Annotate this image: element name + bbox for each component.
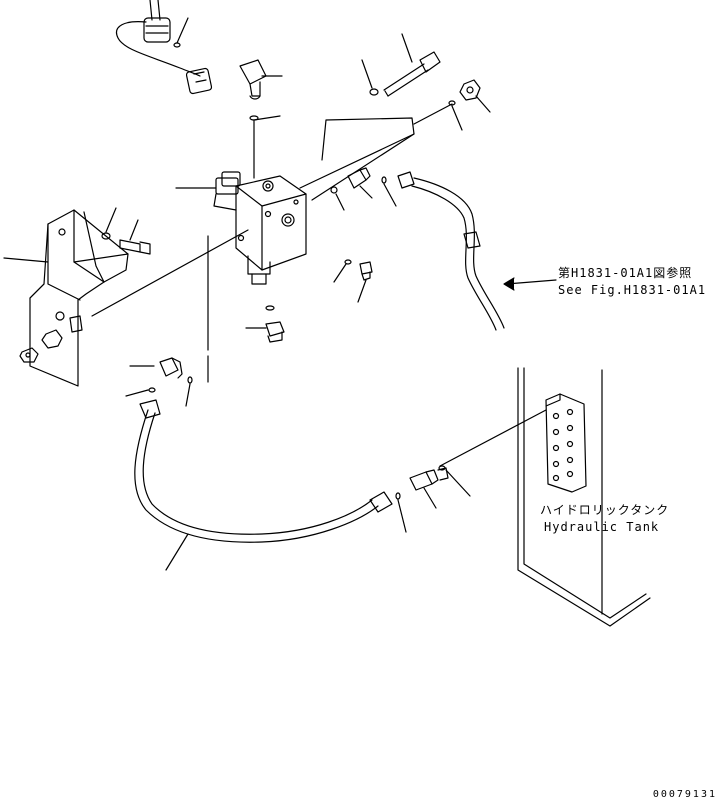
hex-nut: [459, 79, 481, 101]
o-ring: [330, 186, 338, 194]
o-ring: [448, 100, 456, 106]
leader-line: [361, 59, 373, 89]
reference-label-ja: 第H1831-01A1図参照: [558, 266, 693, 280]
phantom-line: [91, 229, 249, 317]
mounting-plane: [299, 117, 415, 189]
leader-line: [185, 383, 191, 407]
o-ring: [265, 305, 275, 311]
lower-hose: [134, 399, 393, 543]
o-ring: [438, 465, 446, 471]
drawing-number: 00079131: [652, 789, 717, 800]
leader-line: [105, 207, 117, 233]
leader-line: [397, 499, 407, 533]
bracket-clip: [69, 315, 83, 333]
solenoid: [213, 171, 241, 211]
leader-line: [165, 533, 189, 571]
elbow-fitting: [347, 167, 371, 189]
leader-line: [129, 219, 139, 241]
plug-bottom: [265, 321, 285, 343]
o-ring: [148, 387, 156, 393]
leader-line: [451, 105, 463, 131]
leader-line: [401, 33, 413, 63]
leader-line: [176, 17, 189, 44]
tank-label-en: Hydraulic Tank: [544, 520, 660, 534]
o-ring: [381, 176, 387, 184]
reference-arrow: [503, 277, 557, 291]
washer: [369, 88, 379, 96]
leader-line: [125, 389, 149, 397]
elbow-sensor: [239, 59, 267, 100]
o-ring: [395, 492, 401, 500]
o-ring: [187, 376, 193, 384]
leader-line: [445, 469, 471, 497]
leader-line: [3, 257, 49, 263]
mounting-bracket: [29, 209, 129, 387]
elbow-fitting-left: [159, 357, 183, 379]
o-ring: [344, 259, 352, 265]
leader-line: [357, 279, 367, 303]
leader-line: [383, 183, 397, 207]
leader-line: [423, 487, 437, 509]
wire-connector: [185, 67, 213, 95]
washer: [101, 232, 111, 240]
plug: [359, 261, 373, 281]
pressure-switch: [116, 0, 201, 77]
long-bolt: [383, 51, 441, 97]
tank-flange: [545, 393, 587, 493]
leader-line: [359, 185, 373, 199]
upper-hose: [397, 171, 505, 331]
leader-line: [253, 115, 281, 179]
valve-block: [235, 175, 307, 271]
adapter-fitting: [409, 467, 449, 491]
bracket-nut: [19, 329, 63, 363]
mounting-plane: [413, 103, 453, 125]
tank-label-ja: ハイドロリックタンク: [540, 503, 670, 517]
mounting-plane: [311, 133, 415, 201]
leader-line: [335, 193, 345, 211]
hydraulic-tank: [439, 367, 651, 627]
leader-line: [475, 95, 491, 113]
leader-line: [333, 263, 347, 283]
reference-label-en: See Fig.H1831-01A1: [558, 283, 707, 297]
valve-stem: [247, 255, 271, 285]
bracket-bolt: [119, 239, 151, 255]
o-ring: [249, 115, 259, 121]
